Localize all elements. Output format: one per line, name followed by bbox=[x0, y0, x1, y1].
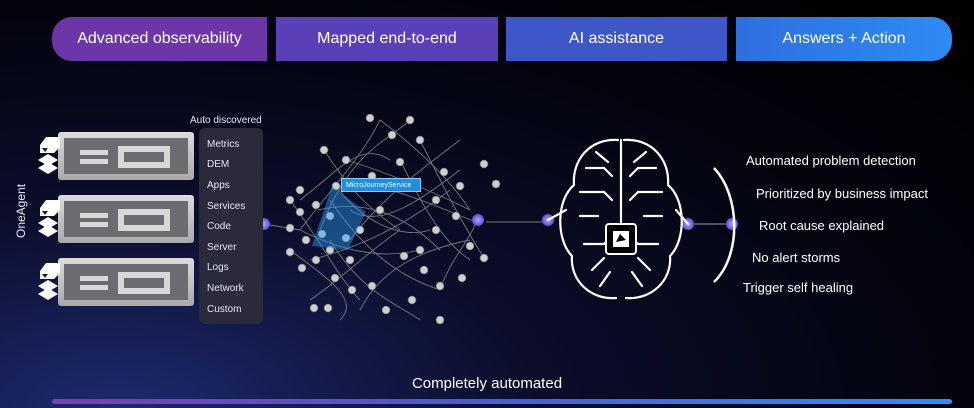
topology-nodes bbox=[285, 113, 501, 325]
server-rack-icon bbox=[58, 132, 194, 306]
metric-item: Server bbox=[207, 242, 237, 253]
outcome-item: Root cause explained bbox=[759, 218, 885, 233]
discovered-metrics-panel bbox=[199, 128, 263, 324]
agent-badge-icon-3 bbox=[38, 263, 60, 300]
outcome-item: No alert storms bbox=[752, 250, 841, 265]
ai-brain-icon bbox=[546, 138, 690, 300]
agent-badge-icon-1 bbox=[38, 137, 60, 174]
service-tooltip: MicroJourneyService bbox=[341, 178, 421, 192]
topology-graph bbox=[263, 119, 548, 321]
metric-item: Services bbox=[207, 201, 246, 212]
metric-item: Custom bbox=[207, 304, 242, 315]
footer-bar bbox=[52, 399, 952, 404]
footer-caption: Completely automated bbox=[411, 375, 563, 392]
banner-ai-assistance: AI assistance bbox=[506, 17, 727, 61]
banner-advanced-observability: Advanced observability bbox=[52, 17, 267, 61]
metric-item: Code bbox=[207, 221, 231, 232]
metric-item: Metrics bbox=[207, 139, 240, 150]
server-unit-3 bbox=[58, 258, 194, 306]
metric-item: Network bbox=[207, 283, 244, 294]
service-selection-polygon bbox=[312, 186, 366, 250]
banner-mapped-end-to-end: Mapped end-to-end bbox=[276, 17, 498, 61]
outcome-item: Trigger self healing bbox=[743, 280, 854, 295]
server-unit-1 bbox=[58, 132, 194, 180]
chip-icon bbox=[605, 223, 637, 255]
metric-item: Logs bbox=[207, 262, 229, 273]
banner-answers-action: Answers + Action bbox=[736, 17, 952, 61]
server-unit-2 bbox=[58, 195, 194, 243]
outcome-item: Prioritized by business impact bbox=[756, 186, 928, 201]
metric-item: Apps bbox=[207, 180, 230, 191]
discovered-title: Auto discovered bbox=[190, 115, 262, 126]
agent-badge-icon-2 bbox=[38, 200, 60, 237]
connector-dot-2 bbox=[472, 214, 484, 226]
outcome-item: Automated problem detection bbox=[746, 153, 916, 168]
metric-item: DEM bbox=[207, 159, 230, 170]
outcome-bracket bbox=[713, 167, 736, 283]
connector-dot-5 bbox=[726, 218, 738, 230]
